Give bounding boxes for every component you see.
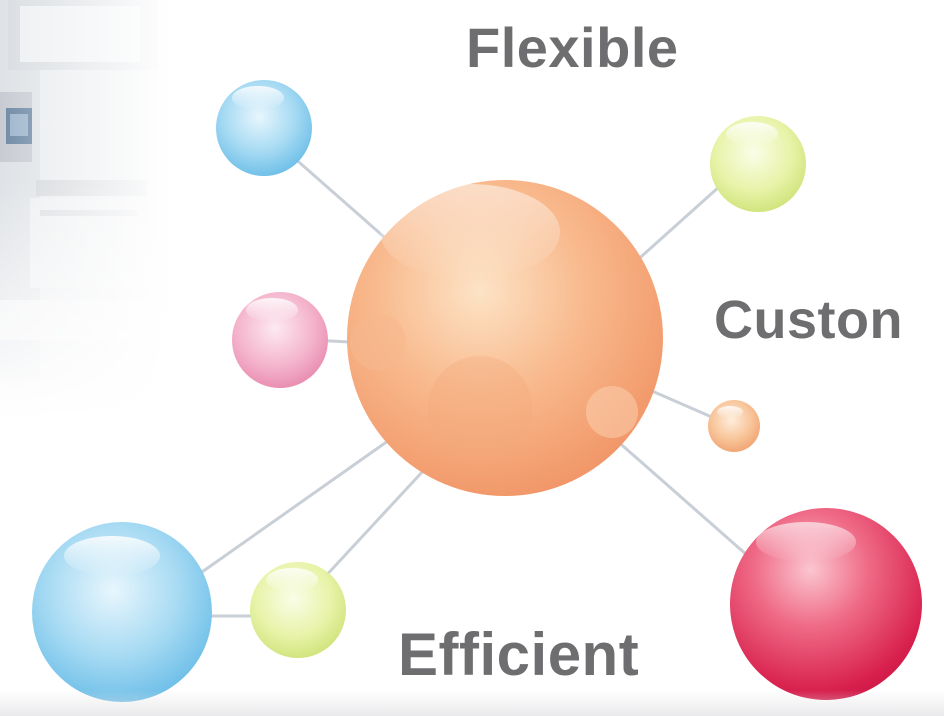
sphere-yellow-bottom [250, 562, 346, 658]
label-efficient: Efficient [398, 621, 640, 688]
label-flexible: Flexible [466, 16, 679, 79]
bond-big-blue [200, 422, 414, 574]
molecule-bonds [200, 154, 750, 618]
sphere-pink [232, 292, 328, 388]
sphere-red-large [730, 508, 922, 700]
central-orange-sphere [347, 180, 663, 496]
lab-equipment-photo [0, 0, 170, 420]
sphere-orange-small [708, 400, 760, 452]
bond-red [596, 422, 750, 558]
bond-yellow-bottom [320, 468, 426, 582]
label-custom: Custon [714, 290, 903, 350]
sphere-yellow-top [710, 116, 806, 212]
bottom-shadow [0, 690, 944, 716]
sphere-blue-large [32, 522, 212, 702]
sphere-blue-small [216, 80, 312, 176]
